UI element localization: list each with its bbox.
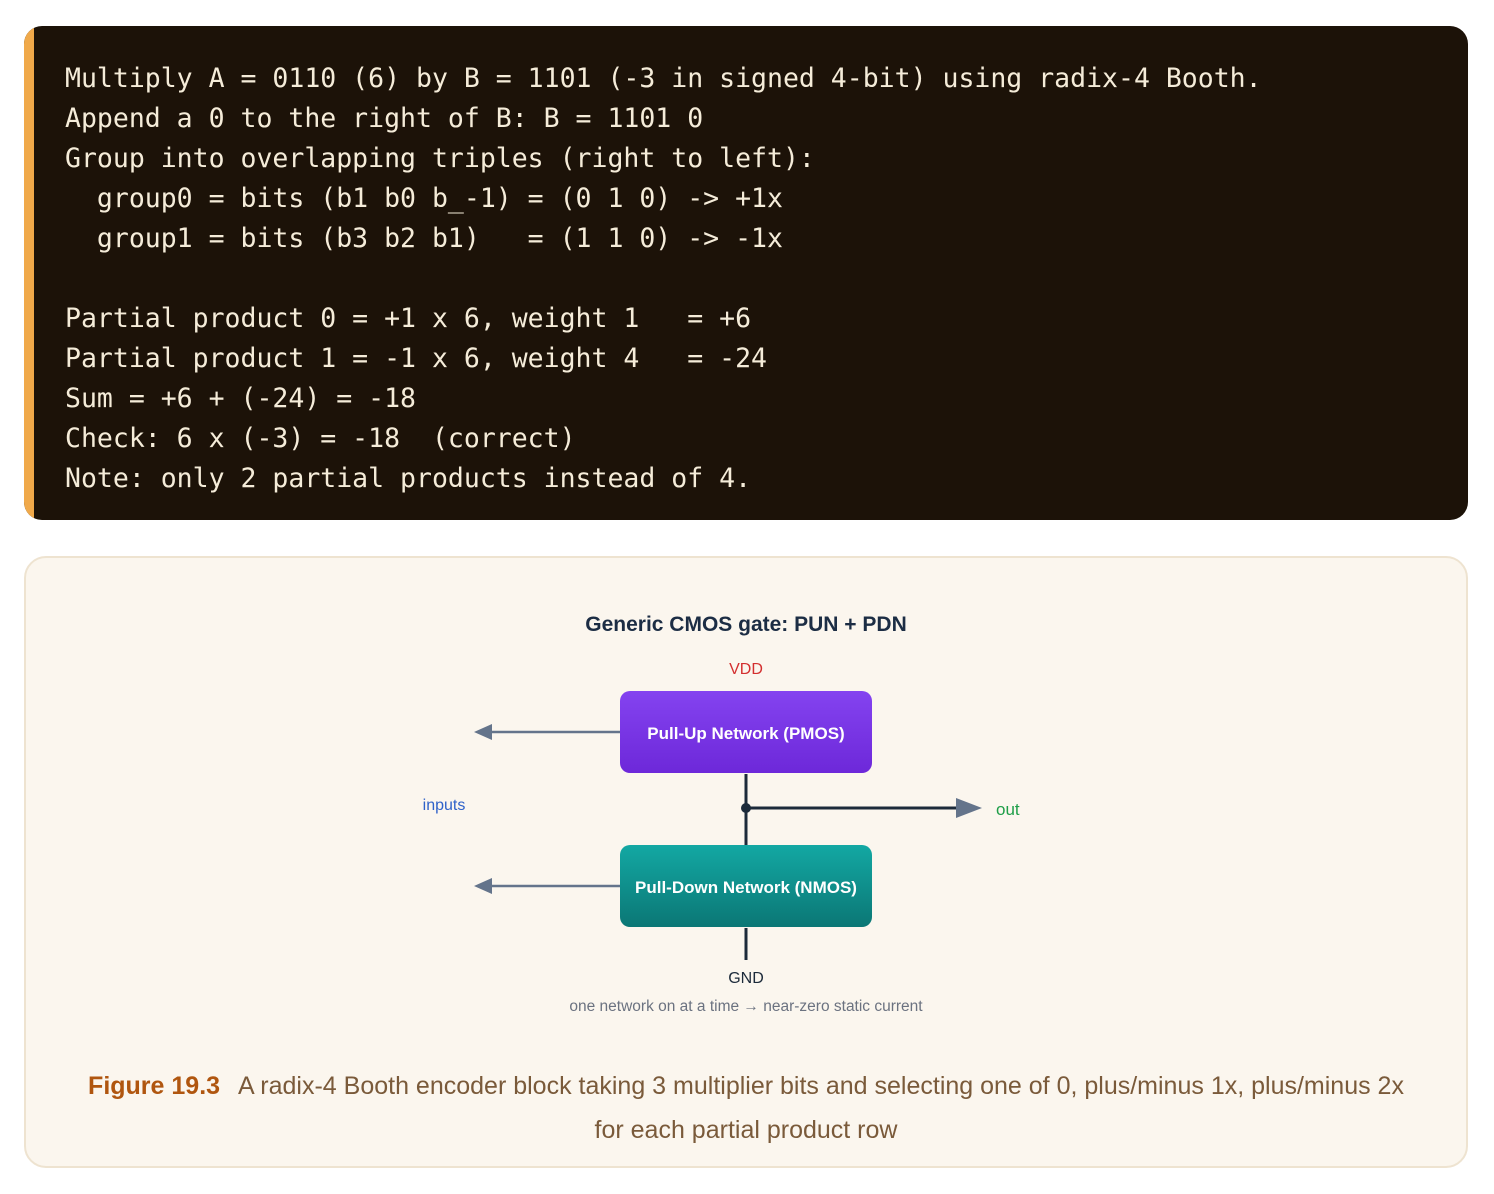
code-line: Multiply A = 0110 (6) by B = 1101 (-3 in…: [65, 63, 1262, 94]
output-arrowhead: [956, 798, 982, 818]
pull-down-network-block: [620, 845, 872, 927]
cmos-diagram: Generic CMOS gate: PUN + PDN VDD Pull-Up…: [423, 613, 1020, 1015]
figure-card: Generic CMOS gate: PUN + PDN VDD Pull-Up…: [24, 556, 1468, 1168]
pdn-input-arrowhead: [474, 878, 492, 894]
code-line: group1 = bits (b3 b2 b1) = (1 1 0) -> -1…: [65, 223, 783, 254]
diagram-title: Generic CMOS gate: PUN + PDN: [585, 613, 907, 636]
code-line: Note: only 2 partial products instead of…: [65, 463, 752, 494]
code-line: Partial product 1 = -1 x 6, weight 4 = -…: [65, 343, 767, 374]
out-label: out: [996, 800, 1020, 819]
pull-down-network-label: Pull-Down Network (NMOS): [635, 878, 857, 897]
gnd-label: GND: [728, 970, 764, 987]
pull-up-network-label: Pull-Up Network (PMOS): [647, 724, 844, 743]
diagram-note: one network on at a time → near-zero sta…: [569, 998, 923, 1015]
pun-input-arrowhead: [474, 724, 492, 740]
code-line: Partial product 0 = +1 x 6, weight 1 = +…: [65, 303, 752, 334]
code-line: group0 = bits (b1 b0 b_-1) = (0 1 0) -> …: [65, 183, 783, 214]
inputs-label: inputs: [423, 797, 466, 814]
code-line: Group into overlapping triples (right to…: [65, 143, 815, 174]
pull-up-network-block: [620, 691, 872, 773]
code-line: Append a 0 to the right of B: B = 1101 0: [65, 103, 704, 134]
caption-text: A radix-4 Booth encoder block taking 3 m…: [238, 1072, 1404, 1144]
caption-label: Figure 19.3: [88, 1072, 221, 1100]
vdd-label: VDD: [729, 661, 763, 678]
code-line: Check: 6 x (-3) = -18 (correct): [65, 423, 576, 454]
code-text: Multiply A = 0110 (6) by B = 1101 (-3 in…: [65, 59, 1262, 499]
code-line: Sum = +6 + (-24) = -18: [65, 383, 416, 414]
code-accent-bar: [24, 26, 34, 520]
figure-caption: Figure 19.3 A radix-4 Booth encoder block…: [86, 1064, 1406, 1152]
code-block: Multiply A = 0110 (6) by B = 1101 (-3 in…: [24, 26, 1468, 520]
